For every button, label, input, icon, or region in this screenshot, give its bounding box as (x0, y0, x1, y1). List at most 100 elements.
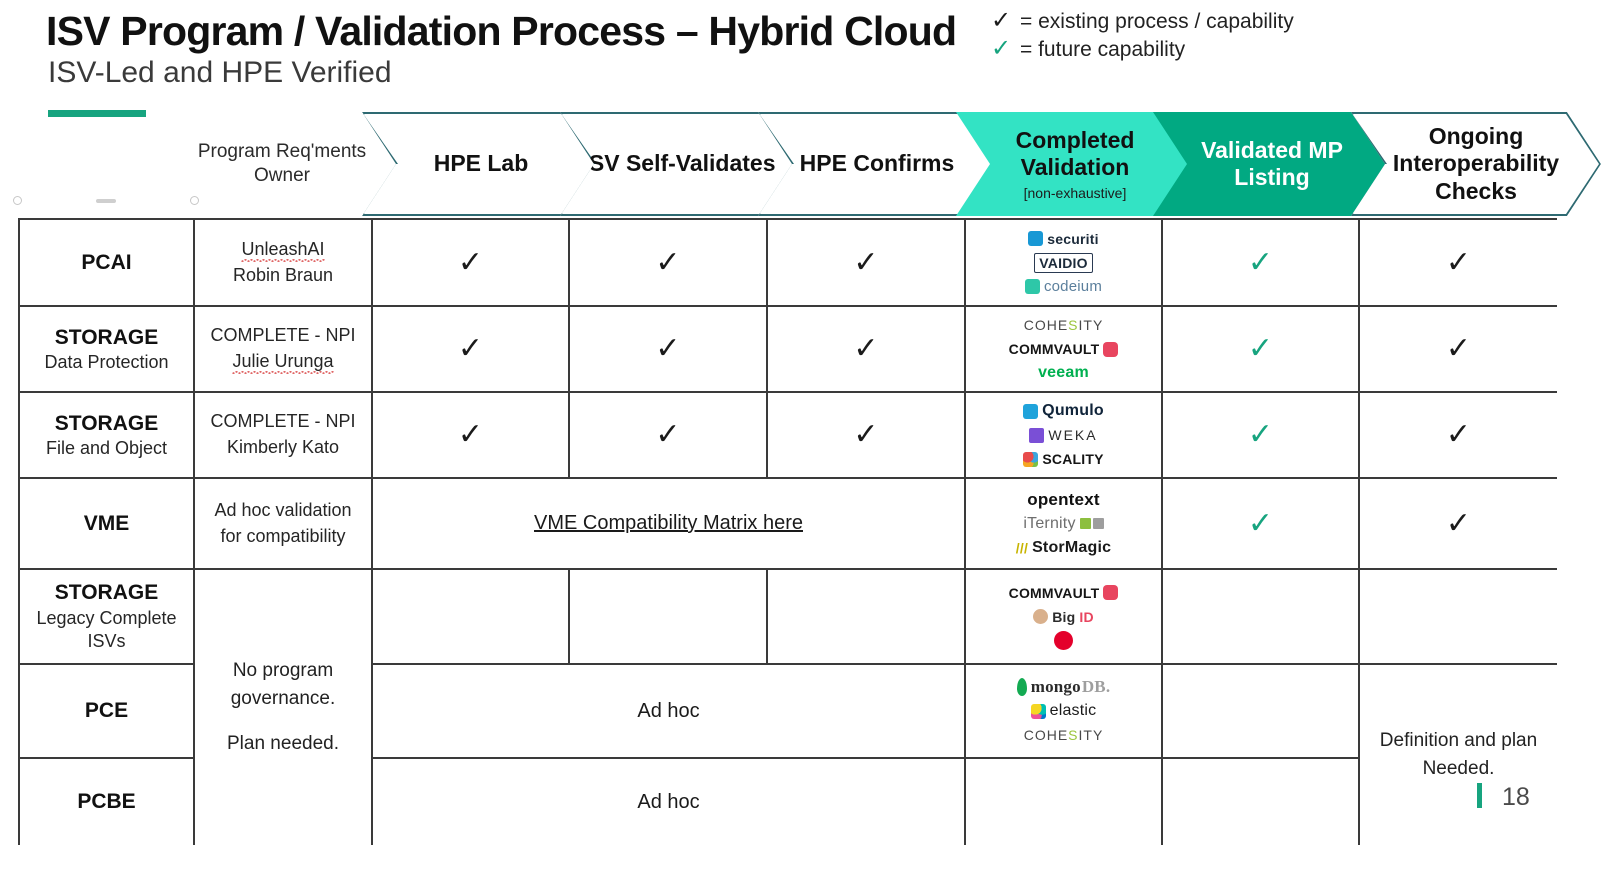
table-cell-owner-merged-note: No program governance. Plan needed. (193, 568, 371, 845)
validation-matrix: PCAI UnleashAI Robin Braun ✓ ✓ ✓ securit… (18, 218, 1557, 845)
table-cell-owner: COMPLETE - NPI Kimberly Kato (193, 391, 371, 477)
segment-title: PCBE (77, 790, 136, 814)
check-icon: ✓ (853, 332, 879, 365)
logo-stormagic: /// StorMagic (1015, 538, 1112, 556)
table-cell-validated-mp (1161, 663, 1358, 757)
table-cell-completed-validation: COMMVAULT Big ID (964, 568, 1161, 663)
page-accent-bar (1477, 783, 1482, 808)
owner-status: COMPLETE - NPI (210, 325, 356, 346)
logo-scality: SCALITY (1023, 450, 1103, 469)
chevron-ongoing-interoperability-checks[interactable]: Ongoing Interoperability Checks (1351, 112, 1601, 216)
logo-weka: WEKA (1029, 426, 1097, 445)
check-icon: ✓ (1445, 418, 1472, 451)
table-cell-hpe-confirms: ✓ (766, 305, 964, 391)
check-icon: ✓ (1445, 506, 1472, 540)
segment-subtitle: Legacy Complete ISVs (36, 607, 177, 652)
table-cell-owner: COMPLETE - NPI Julie Urunga (193, 305, 371, 391)
table-cell-validated-mp: ✓ (1161, 218, 1358, 305)
table-cell-hpe-lab: ✓ (371, 218, 568, 305)
table-cell-owner: UnleashAI Robin Braun (193, 218, 371, 305)
table-cell-vme-compatibility-link[interactable]: VME Compatibility Matrix here (371, 477, 964, 568)
chevron-validated-mp-listing[interactable]: Validated MP Listing (1153, 112, 1391, 216)
owner-name: UnleashAI (241, 236, 325, 263)
segment-title: STORAGE (54, 581, 159, 605)
logo-stack: COHESITY COMMVAULT veeam (1009, 316, 1119, 383)
chevron-label: HPE Confirms (799, 150, 955, 177)
logo-mongodb: mongo DB. (1016, 677, 1111, 697)
table-cell-ongoing (1358, 568, 1557, 663)
chevron-isv-self-validates[interactable]: ISV Self-Validates (560, 112, 798, 216)
selection-handle[interactable] (190, 196, 199, 205)
check-icon: ✓ (1247, 506, 1274, 540)
table-cell-validated-mp: ✓ (1161, 391, 1358, 477)
table-cell-completed-validation: opentext iTernity /// StorMagic (964, 477, 1161, 568)
table-cell-ongoing: ✓ (1358, 477, 1557, 568)
logo-cohesity: COHESITY (1023, 317, 1104, 333)
check-icon: ✓ (853, 418, 879, 451)
logo-f5 (1054, 631, 1073, 650)
table-cell-isv-self: ✓ (568, 305, 766, 391)
table-cell-segment: STORAGE Data Protection (18, 305, 193, 391)
table-cell-isv-self: ✓ (568, 218, 766, 305)
owner-note-line3: Plan needed. (227, 733, 339, 755)
check-icon: ✓ (655, 418, 681, 451)
column-header-owner: Program Req'ments Owner (196, 112, 368, 216)
check-icon: ✓ (457, 418, 484, 451)
page-subtitle: ISV-Led and HPE Verified (48, 56, 392, 89)
logo-veeam: veeam (1038, 364, 1089, 381)
table-cell-completed-validation: COHESITY COMMVAULT veeam (964, 305, 1161, 391)
logo-commvault: COMMVAULT (1009, 340, 1119, 359)
table-cell-completed-validation: Qumulo WEKA SCALITY (964, 391, 1161, 477)
ongoing-note-line1: Definition and plan (1379, 730, 1538, 752)
table-cell-isv-self: ✓ (568, 391, 766, 477)
logo-iternity: iTernity (1023, 514, 1104, 533)
legend-label: = future capability (1020, 38, 1186, 61)
logo-securiti: securiti (1028, 229, 1098, 248)
owner-person: Julie Urunga (232, 349, 334, 375)
logo-stack: securiti VAIDIO codeium (1024, 229, 1102, 296)
check-icon: ✓ (991, 35, 1012, 62)
table-cell-hpe-lab: ✓ (371, 305, 568, 391)
chevron-completed-validation[interactable]: Completed Validation [non-exhaustive] (956, 112, 1194, 216)
logo-stack: mongo DB. elastic COHESITY (1016, 677, 1111, 745)
owner-note-line2: for compatibility (220, 525, 346, 546)
segment-title: STORAGE (54, 411, 159, 435)
table-cell-hpe-lab (371, 568, 568, 663)
table-cell-completed-validation: mongo DB. elastic COHESITY (964, 663, 1161, 757)
ongoing-note-line2: Needed. (1422, 758, 1495, 779)
check-icon: ✓ (457, 245, 484, 279)
logo-elastic: elastic (1030, 702, 1097, 721)
chevron-hpe-lab[interactable]: HPE Lab (362, 112, 600, 216)
logo-stack: COMMVAULT Big ID (1009, 583, 1119, 650)
table-cell-owner: Ad hoc validation for compatibility (193, 477, 371, 568)
table-cell-validated-mp (1161, 757, 1358, 845)
selection-handle[interactable] (13, 196, 22, 205)
owner-note-line1: No program (232, 660, 334, 682)
table-cell-adhoc-span: Ad hoc (371, 663, 964, 757)
chevron-label: HPE Lab (433, 150, 529, 177)
owner-person: Kimberly Kato (226, 437, 340, 457)
logo-codeium: codeium (1024, 277, 1102, 296)
table-cell-segment: PCAI (18, 218, 193, 305)
vme-compatibility-matrix-link[interactable]: VME Compatibility Matrix here (534, 512, 803, 534)
chevron-label: Ongoing Interoperability Checks (1392, 123, 1560, 204)
check-icon: ✓ (1247, 332, 1274, 365)
chevron-label: Validated MP Listing (1201, 136, 1343, 190)
chevron-hpe-confirms[interactable]: HPE Confirms (758, 112, 996, 216)
table-cell-segment: STORAGE Legacy Complete ISVs (18, 568, 193, 663)
table-cell-segment: STORAGE File and Object (18, 391, 193, 477)
table-cell-isv-self (568, 568, 766, 663)
selection-handle[interactable] (96, 199, 116, 203)
table-cell-segment: PCBE (18, 757, 193, 845)
table-cell-segment: PCE (18, 663, 193, 757)
table-cell-adhoc-span: Ad hoc (371, 757, 964, 845)
table-cell-completed-validation (964, 757, 1161, 845)
table-cell-hpe-confirms: ✓ (766, 391, 964, 477)
logo-stack: opentext iTernity /// StorMagic (1016, 490, 1111, 557)
segment-title: STORAGE (54, 325, 159, 349)
table-cell-hpe-confirms (766, 568, 964, 663)
check-icon: ✓ (1445, 332, 1472, 365)
logo-commvault: COMMVAULT (1009, 583, 1119, 602)
check-icon: ✓ (1247, 245, 1274, 279)
table-cell-validated-mp: ✓ (1161, 477, 1358, 568)
